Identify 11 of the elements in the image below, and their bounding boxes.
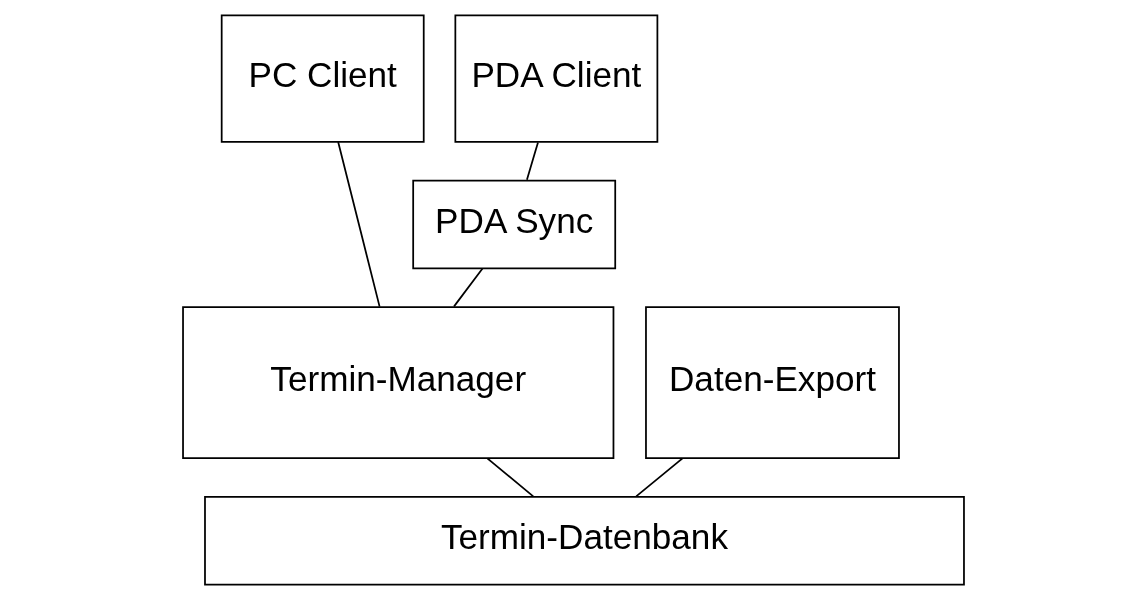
node-box: PDA Sync: [412, 179, 617, 270]
node-box: PDA Client: [454, 14, 659, 143]
node-box: Daten-Export: [645, 306, 900, 459]
connector: [453, 267, 484, 308]
connector: [337, 141, 381, 308]
node-box: Termin-Datenbank: [204, 495, 965, 586]
connector: [526, 141, 539, 181]
node-box: Termin-Manager: [182, 306, 615, 459]
connector: [635, 457, 684, 498]
connector: [486, 457, 535, 498]
node-box: PC Client: [220, 14, 425, 143]
